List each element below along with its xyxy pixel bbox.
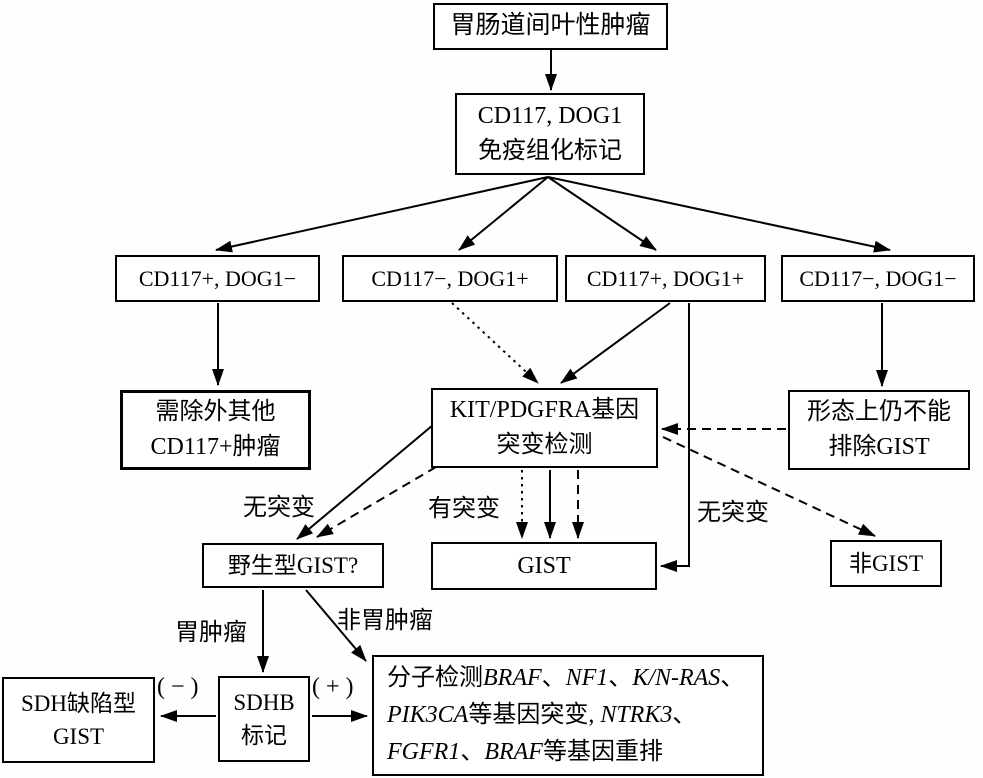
node-morphology-cannot-exclude-gist: 形态上仍不能 排除GIST (788, 390, 970, 470)
arrow-kit-to-nongist-dashed (662, 436, 876, 537)
node-line: CD117, DOG1 (477, 103, 623, 130)
node-line: 胃肠道间叶性肿瘤 (450, 12, 651, 40)
edge-label-sdhb-positive: ( + ) (312, 674, 354, 700)
node-wildtype-gist: 野生型GIST? (202, 543, 384, 588)
node-ihc-markers: CD117, DOG1 免疫组化标记 (455, 93, 645, 175)
arrow-ihc-to-cd117pos-dog1neg (215, 176, 549, 253)
node-line: 形态上仍不能 (807, 399, 951, 426)
arrow-kit-to-wildtype-dashed (316, 466, 437, 538)
node-gist: GIST (431, 542, 657, 590)
node-cd117neg-dog1neg: CD117−, DOG1− (781, 255, 975, 302)
node-line: 野生型GIST? (227, 552, 359, 578)
node-gi-mesenchymal-tumor: 胃肠道间叶性肿瘤 (433, 3, 668, 50)
node-line: KIT/PDGFRA基因 (449, 397, 640, 424)
node-molecular-testing: 分子检测BRAF、NF1、K/N-RAS、 PIK3CA等基因突变, NTRK3、… (372, 655, 764, 776)
node-line: 排除GIST (828, 434, 930, 460)
node-cd117pos-dog1neg: CD117+, DOG1− (115, 255, 320, 302)
arrow-kit-to-wildtype-solid (296, 424, 434, 540)
node-line: CD117−, DOG1+ (371, 265, 529, 291)
arrow-wildtype-to-molecular (305, 589, 367, 662)
edge-label-no-mutation-left: 无突变 (243, 495, 315, 521)
arrow-cd117pos-dog1pos-to-kit (560, 302, 671, 384)
node-line: CD117−, DOG1− (799, 265, 957, 291)
node-line: 需除外其他 (155, 399, 276, 426)
arrow-cd117neg-dog1pos-to-kit-dotted (451, 302, 539, 384)
edge-label-sdhb-negative: ( − ) (157, 674, 199, 700)
arrow-ihc-to-cd117neg-dog1neg (547, 176, 891, 253)
edge-label-gastric-tumor: 胃肿瘤 (175, 620, 247, 646)
node-sdhb-marker: SDHB 标记 (218, 676, 310, 762)
node-sdh-deficient-gist: SDH缺陷型 GIST (2, 677, 155, 763)
node-line: 分子检测BRAF、NF1、K/N-RAS、 (387, 664, 745, 691)
node-line: 免疫组化标记 (478, 138, 622, 164)
node-non-gist: 非GIST (830, 540, 942, 587)
node-line: 标记 (241, 723, 287, 748)
node-line: GIST (517, 552, 571, 579)
node-line: CD117+肿瘤 (150, 434, 281, 460)
node-cd117pos-dog1pos: CD117+, DOG1+ (565, 255, 766, 302)
edge-label-non-gastric-tumor: 非胃肿瘤 (337, 608, 433, 634)
node-kit-pdgfra-mutation-test: KIT/PDGFRA基因 突变检测 (431, 388, 658, 468)
node-line: PIK3CA等基因突变, NTRK3、 (387, 701, 697, 728)
arrow-cd117pos-dog1pos-to-gist-elbow (660, 303, 690, 572)
node-line: 突变检测 (496, 432, 593, 458)
node-line: FGFR1、BRAF等基因重排 (387, 739, 663, 766)
edge-label-no-mutation-right: 无突变 (697, 500, 769, 526)
arrow-ihc-to-cd117neg-dog1pos (458, 176, 549, 251)
node-line: CD117+, DOG1+ (586, 265, 745, 291)
node-line: GIST (52, 724, 105, 749)
node-line: 非GIST (848, 550, 924, 576)
arrow-ihc-to-cd117pos-dog1pos (547, 176, 657, 251)
node-cd117neg-dog1pos: CD117−, DOG1+ (342, 255, 558, 302)
node-line: CD117+, DOG1− (138, 265, 297, 291)
edge-label-has-mutation: 有突变 (428, 496, 500, 522)
node-line: SDHB (233, 689, 295, 715)
node-line: SDH缺陷型 (20, 690, 136, 716)
node-exclude-other-cd117-tumors: 需除外其他 CD117+肿瘤 (120, 390, 311, 470)
